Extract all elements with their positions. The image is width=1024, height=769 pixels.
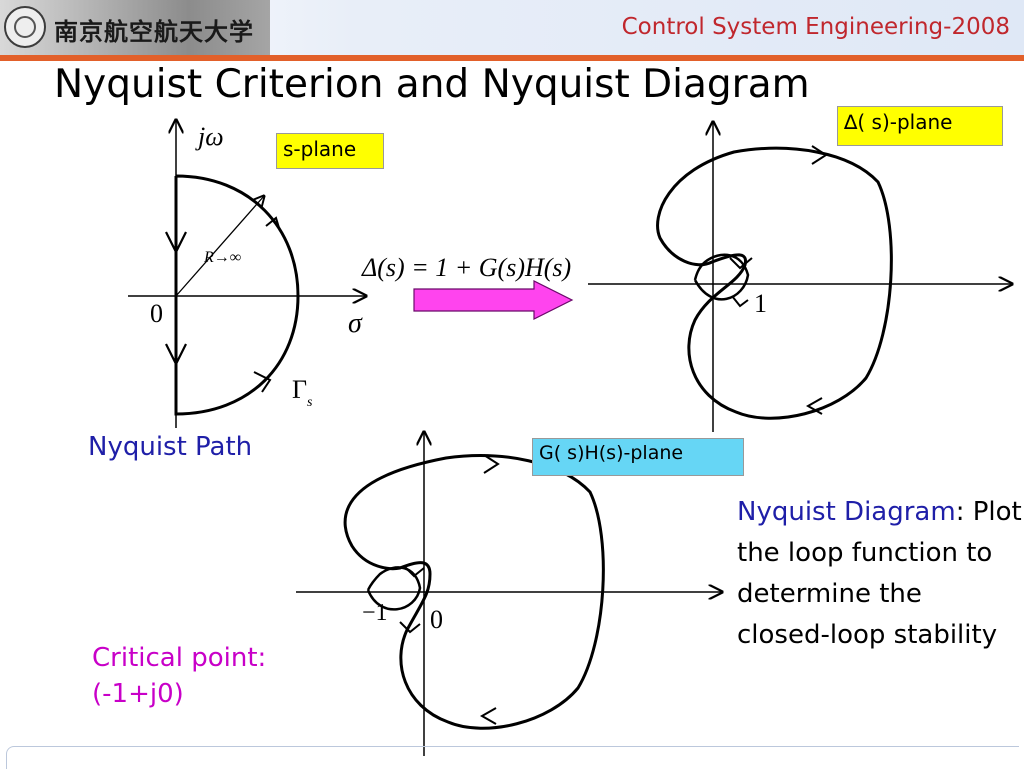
transform-arrow [413,280,574,320]
contour-arrowhead-lower [165,343,187,367]
nyquist-diagram-curve [343,454,605,730]
real-axis-label: σ [348,308,363,339]
gh-arrowhead-loop-b [399,621,421,634]
critical-point-line2: (-1+j0) [92,679,184,709]
delta-arrowhead-bottom [805,397,823,415]
slide-title: Nyquist Criterion and Nyquist Diagram [54,62,810,107]
critical-point-note: Critical point: (-1+j0) [92,640,266,712]
splane-diagram: jω σ 0 R→∞ Γs [128,120,366,428]
splane-label: s-plane [276,133,384,169]
delta-point-label: 1 [754,289,767,318]
gh-plane-label: G( s)H(s)-plane [532,438,744,476]
gh-plane-diagram: −1 0 [296,432,722,756]
delta-plane-curve [656,146,893,420]
slide-bottom-frame [6,746,1019,769]
radius-arrow [175,196,264,297]
university-name: 南京航空航天大学 [54,17,254,46]
nyquist-diagram-colon: : [955,497,965,527]
delta-arrowhead-loop-b [731,295,749,308]
splane-origin-label: 0 [150,299,163,328]
gh-arrowhead-bottom [479,707,497,725]
contour-arrowhead-arc-top [265,216,281,232]
nyquist-diagram-body: Plot the loop function to determine the … [737,497,1022,650]
nyquist-path-contour [174,174,300,416]
nyquist-diagram-note: Nyquist Diagram: Plot the loop function … [737,492,1022,656]
gh-arrowhead-loop-a [403,565,425,578]
critical-point-line1: Critical point: [92,643,267,673]
nyquist-diagram-title: Nyquist Diagram [737,497,956,527]
course-title: Control System Engineering-2008 [621,14,1010,40]
transform-equation: Δ(s) = 1 + G(s)H(s) [361,253,571,282]
nyquist-path-caption: Nyquist Path [88,432,253,462]
delta-plane-diagram: 1 [588,122,1012,432]
contour-arrowhead-arc-bottom [253,371,272,393]
gh-arrowhead-top [483,454,500,474]
contour-arrowhead-upper [165,231,187,255]
gh-origin-label: 0 [430,605,443,634]
header-rule [0,55,1024,61]
delta-arrowhead-loop-a [729,257,753,270]
university-seal-icon [4,6,46,48]
delta-plane-label: ∆( s)-plane [837,106,1003,146]
delta-plane-inner-loop [693,253,750,301]
transform-group: Δ(s) = 1 + G(s)H(s) [361,253,574,320]
contour-label: Γs [292,375,313,410]
university-logo-block: 南京航空航天大学 [0,0,270,55]
delta-arrowhead-top [811,145,828,165]
imag-axis-label: jω [195,122,224,151]
radius-label: R→∞ [203,249,241,266]
gh-minus-one-label: −1 [362,600,388,626]
